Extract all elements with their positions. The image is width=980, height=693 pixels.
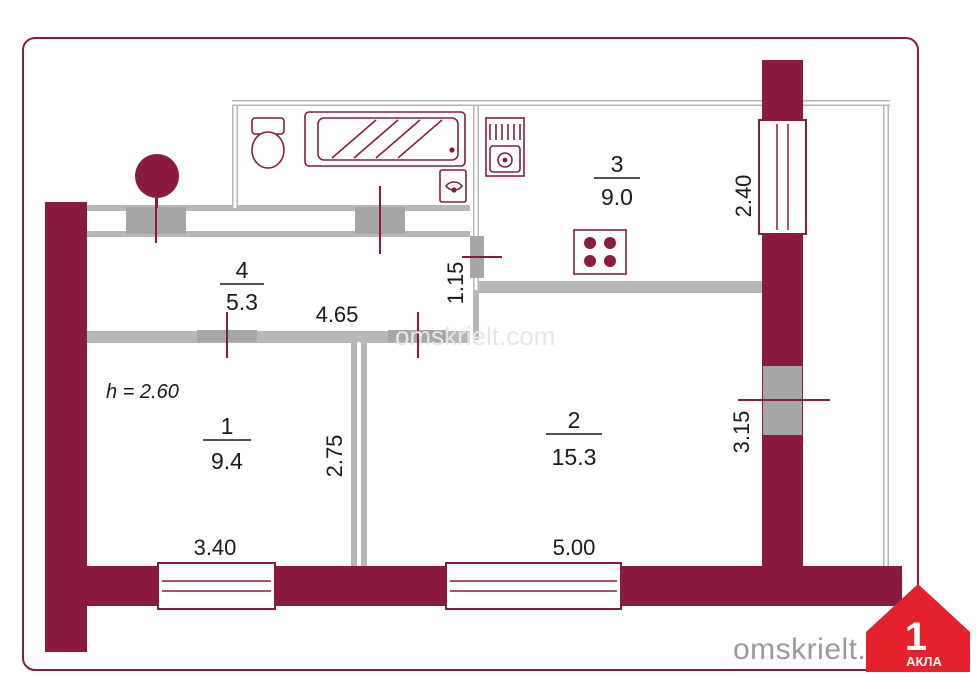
toilet-icon: [251, 117, 285, 169]
svg-text:1: 1: [905, 615, 927, 659]
kitchen-sink-icon: [485, 117, 525, 177]
room-1-label: 1 9.4: [203, 413, 251, 474]
riser-icon: [135, 154, 179, 208]
window-room1: [157, 562, 276, 610]
dim-room2-depth: 3.15: [729, 411, 754, 454]
plan-frame: [22, 37, 919, 671]
svg-text:5.3: 5.3: [226, 289, 258, 315]
svg-text:3: 3: [611, 151, 624, 177]
window-kitchen: [758, 119, 807, 235]
window-room2: [445, 562, 622, 610]
svg-text:9.4: 9.4: [211, 448, 243, 474]
ceiling-height: h = 2.60: [106, 381, 179, 403]
svg-text:2: 2: [568, 407, 581, 433]
door-marks: [155, 186, 830, 401]
svg-text:1: 1: [221, 413, 234, 439]
dim-room1-depth: 2.75: [322, 435, 347, 478]
dim-kitchen-width: 2.40: [731, 175, 756, 218]
dim-room1-width: 3.40: [194, 535, 237, 560]
svg-text:9.0: 9.0: [601, 184, 633, 210]
dim-room2-width: 5.00: [553, 535, 596, 560]
svg-text:4: 4: [236, 257, 249, 283]
stove-icon: [573, 229, 627, 275]
brand-logo: 1 АКЛА: [866, 584, 970, 672]
ghost-watermark: omskrielt.com: [395, 321, 555, 351]
dim-corridor-width: 1.15: [443, 262, 468, 305]
room-2-label: 2 15.3: [546, 407, 602, 470]
bathtub-icon: [304, 111, 466, 167]
room-3-label: 3 9.0: [594, 151, 640, 210]
svg-text:АКЛА: АКЛА: [906, 654, 942, 669]
svg-text:15.3: 15.3: [552, 444, 597, 470]
sink-icon: [439, 169, 467, 203]
dim-corridor-length: 4.65: [316, 302, 359, 327]
room-4-label: 4 5.3: [220, 257, 264, 315]
